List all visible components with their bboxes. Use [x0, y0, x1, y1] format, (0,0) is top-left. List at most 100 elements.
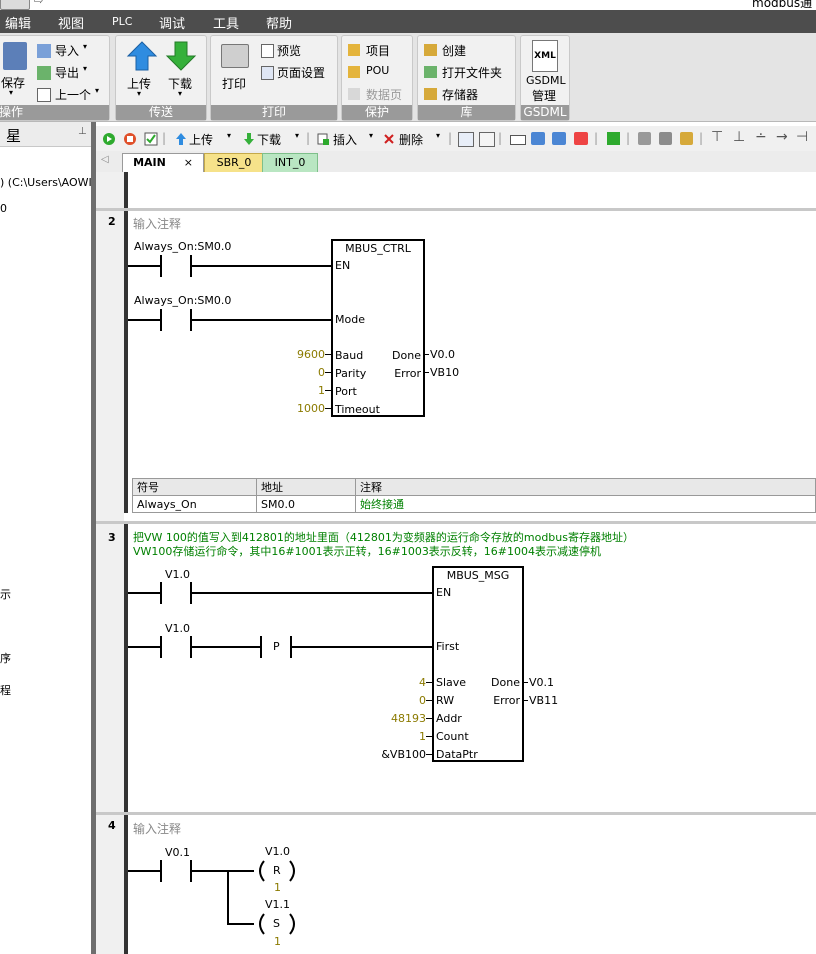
unlock-icon[interactable] [680, 132, 693, 145]
param-error-value[interactable]: VB11 [529, 694, 559, 707]
menu-debug[interactable]: 调试 [159, 17, 186, 32]
ladder-editor[interactable] [96, 172, 816, 954]
contact-right-bar[interactable] [190, 582, 192, 604]
contact-right-bar[interactable] [190, 255, 192, 277]
param-parity-value[interactable]: 0 [318, 366, 325, 379]
export-button[interactable]: 导出 [55, 66, 80, 80]
contact-right-bar[interactable] [190, 636, 192, 658]
lock-icon[interactable] [638, 132, 651, 145]
download-toolbar-dropdown-icon[interactable]: ▾ [295, 131, 300, 140]
go-left-icon[interactable] [531, 132, 545, 145]
rung-comment[interactable]: 输入注释 [133, 822, 182, 836]
contact-icon[interactable]: ⊣ [796, 129, 809, 145]
delete-dropdown-icon[interactable]: ▾ [436, 131, 441, 140]
lock-all-icon[interactable] [659, 132, 672, 145]
upload-toolbar-dropdown-icon[interactable]: ▾ [227, 131, 232, 140]
upload-dropdown-icon[interactable]: ▾ [137, 89, 142, 98]
tree-fragment-4[interactable]: 程 [0, 684, 11, 697]
contact-left-bar[interactable] [160, 309, 162, 331]
branch-down-icon[interactable]: ⊤ [711, 129, 724, 145]
tab-main[interactable]: MAIN × [122, 153, 204, 172]
memory-button[interactable]: 存储器 [442, 88, 479, 102]
param-dataptr-value[interactable]: &VB100 [381, 748, 426, 761]
quick-access-icon[interactable] [0, 0, 30, 10]
import-button[interactable]: 导入 [55, 44, 80, 58]
previous-dropdown-icon[interactable]: ▾ [95, 86, 100, 95]
menu-edit[interactable]: 编辑 [5, 17, 32, 32]
download-button[interactable]: 下载 [168, 77, 193, 91]
function-block-mbus-msg[interactable]: MBUS_MSG EN First Slave RW Addr Count Da… [432, 566, 524, 762]
set-coil-icon[interactable] [254, 912, 300, 936]
contact-right-bar[interactable] [190, 860, 192, 882]
param-baud-value[interactable]: 9600 [297, 348, 325, 361]
splitter[interactable] [91, 122, 96, 954]
stop-icon[interactable] [123, 132, 137, 146]
go-right-icon[interactable] [552, 132, 566, 145]
menu-plc[interactable]: PLC [112, 15, 133, 28]
contact-right-bar[interactable] [190, 309, 192, 331]
reset-coil-icon[interactable] [254, 859, 300, 883]
print-button[interactable]: 打印 [222, 77, 247, 91]
rung-comment-line1[interactable]: 把VW 100的值写入到412801的地址里面（412801为变频器的运行命令存… [133, 531, 634, 544]
tree-fragment-2[interactable]: 示 [0, 588, 11, 601]
menu-help[interactable]: 帮助 [266, 17, 293, 32]
rung-comment[interactable]: 输入注释 [133, 217, 182, 231]
p-contact-right-bar[interactable] [290, 636, 292, 658]
param-addr-value[interactable]: 48193 [391, 712, 426, 725]
insert-dropdown-icon[interactable]: ▾ [369, 131, 374, 140]
branch-up-icon[interactable]: ⊥ [733, 129, 746, 145]
contact-left-bar[interactable] [160, 636, 162, 658]
param-slave-value[interactable]: 4 [419, 676, 426, 689]
param-timeout-value[interactable]: 1000 [297, 402, 325, 415]
coil-count[interactable]: 1 [274, 881, 281, 894]
rung-comment-line2[interactable]: VW100存储运行命令，其中16#1001表示正转，16#1003表示反转，16… [133, 545, 602, 558]
protect-data-page-button[interactable]: 数据页 [366, 88, 403, 102]
tab-sbr0[interactable]: SBR_0 [204, 153, 264, 173]
contact-left-bar[interactable] [160, 582, 162, 604]
gsdml-button[interactable]: GSDML [526, 74, 566, 87]
create-library-button[interactable]: 创建 [442, 44, 467, 58]
table-icon[interactable] [479, 132, 495, 147]
upload-button[interactable]: 上传 [127, 77, 152, 91]
network-icon[interactable] [458, 132, 474, 147]
param-rw-value[interactable]: 0 [419, 694, 426, 707]
page-setup-button[interactable]: 页面设置 [277, 66, 326, 80]
protect-project-button[interactable]: 项目 [366, 44, 391, 58]
param-done-value[interactable]: V0.1 [529, 676, 555, 689]
rectangle-icon[interactable] [510, 135, 526, 145]
compile-icon[interactable] [144, 132, 158, 146]
export-dropdown-icon[interactable]: ▾ [83, 64, 88, 73]
tab-int0[interactable]: INT_0 [262, 153, 318, 173]
upload-toolbar-button[interactable]: 上传 [189, 133, 214, 147]
gsdml-manage-label[interactable]: 管理 [532, 89, 557, 103]
tab-close-icon[interactable]: × [183, 156, 193, 169]
previous-button[interactable]: 上一个 [55, 88, 92, 102]
function-block-mbus-ctrl[interactable]: MBUS_CTRL EN Mode Baud Parity Port Timeo… [331, 239, 425, 417]
tree-fragment-1[interactable]: 0 [0, 202, 7, 215]
line-up-icon[interactable]: ∸ [755, 129, 767, 145]
param-port-value[interactable]: 1 [318, 384, 325, 397]
open-folder-button[interactable]: 打开文件夹 [442, 66, 503, 80]
menu-tools[interactable]: 工具 [213, 17, 240, 32]
delete-button[interactable]: 删除 [399, 133, 424, 147]
tree-fragment-3[interactable]: 序 [0, 652, 11, 665]
protect-pou-button[interactable]: POU [366, 64, 390, 77]
pin-icon[interactable]: ⊥ [78, 126, 87, 137]
import-dropdown-icon[interactable]: ▾ [83, 42, 88, 51]
goto-icon[interactable] [607, 132, 620, 145]
save-button[interactable]: 保存 [1, 76, 26, 90]
quick-access-arrow-icon[interactable]: ⇨ [34, 0, 44, 7]
param-error-value[interactable]: VB10 [430, 366, 460, 379]
coil-count[interactable]: 1 [274, 935, 281, 948]
download-dropdown-icon[interactable]: ▾ [178, 89, 183, 98]
tab-scroll-left-icon[interactable]: ◁ [101, 154, 109, 165]
run-icon[interactable] [102, 132, 116, 146]
param-count-value[interactable]: 1 [419, 730, 426, 743]
download-toolbar-button[interactable]: 下载 [257, 133, 282, 147]
line-right-icon[interactable]: → [776, 129, 788, 145]
remove-bookmark-icon[interactable] [574, 132, 588, 145]
contact-left-bar[interactable] [160, 860, 162, 882]
insert-button[interactable]: 插入 [333, 133, 358, 147]
save-dropdown-icon[interactable]: ▾ [9, 88, 14, 97]
p-contact-left-bar[interactable] [260, 636, 262, 658]
